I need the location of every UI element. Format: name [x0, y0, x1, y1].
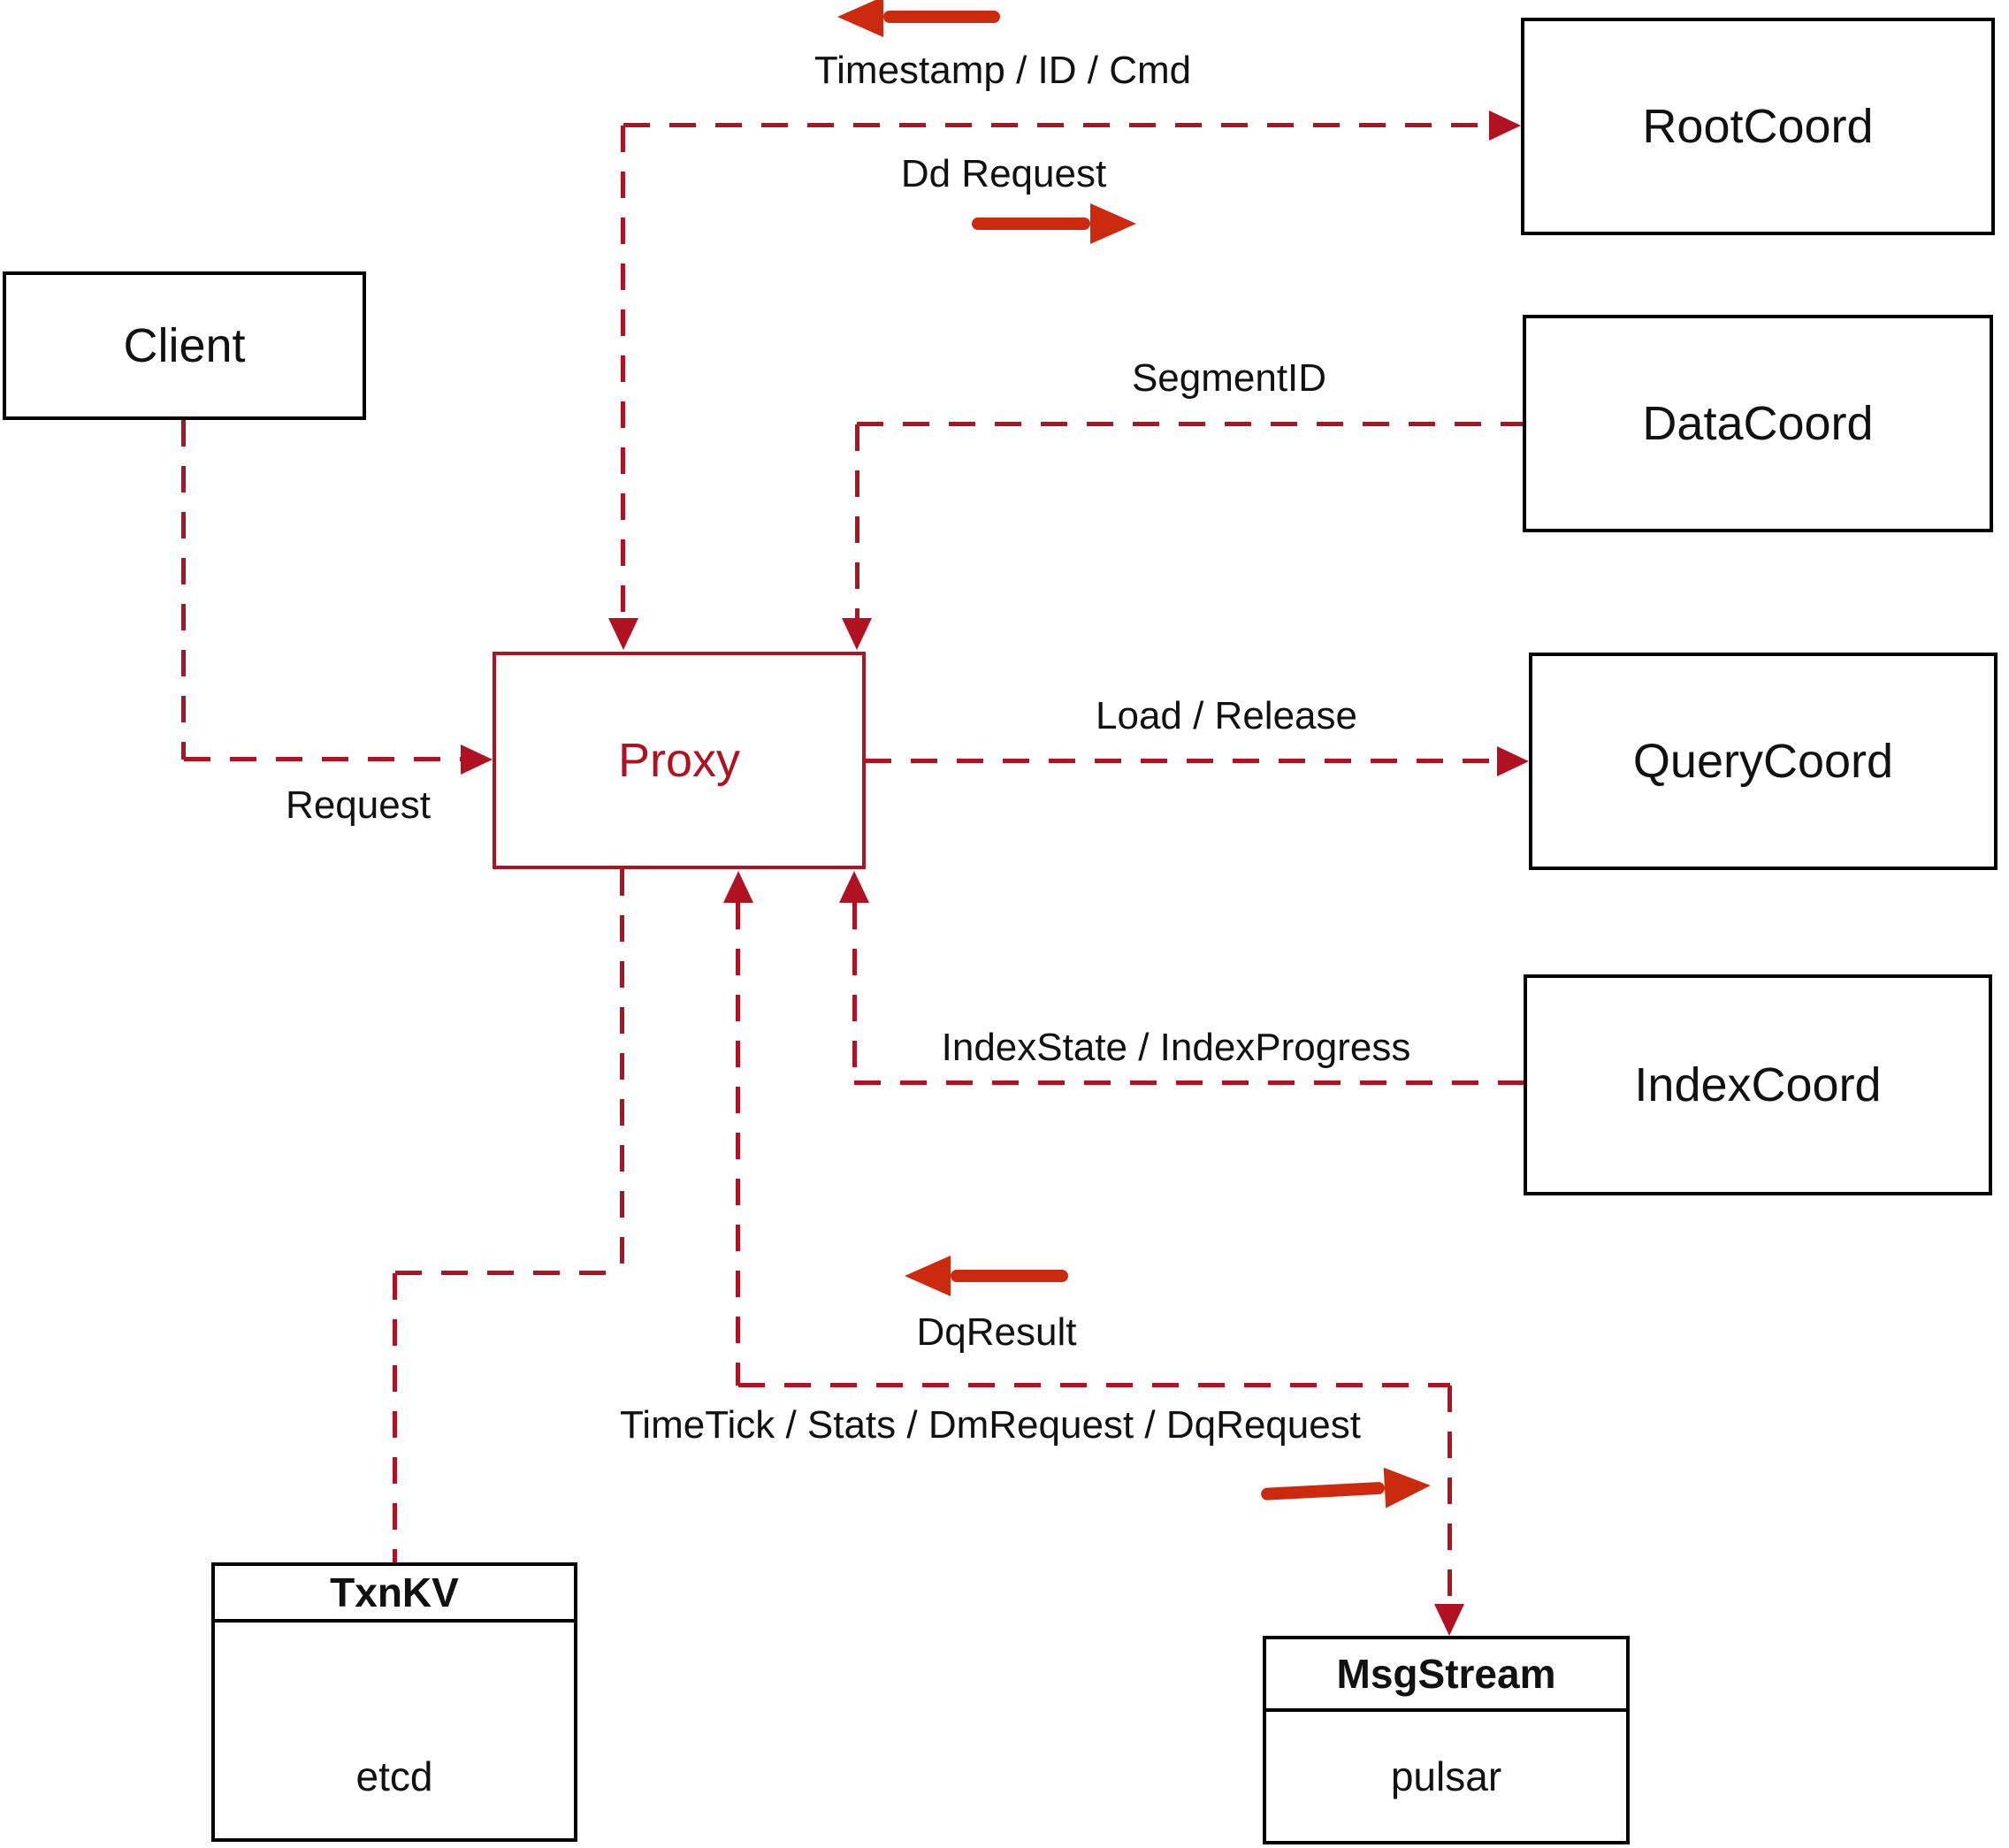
- node-indexcoord-label: IndexCoord: [1634, 1058, 1882, 1111]
- edge-datacoord-proxy-arrowhead-down-icon: [842, 618, 872, 650]
- node-proxy: Proxy: [493, 652, 866, 869]
- edge-label-time-tick-stats: TimeTick / Stats / DmRequest / DqRequest: [620, 1403, 1361, 1447]
- node-msgstream-title-cell: MsgStream: [1266, 1639, 1626, 1712]
- node-msgstream-body: pulsar: [1390, 1753, 1502, 1799]
- node-rootcoord-label: RootCoord: [1642, 100, 1874, 153]
- node-txnkv-title-cell: TxnKV: [215, 1566, 574, 1623]
- node-client-label: Client: [123, 319, 246, 372]
- edge-indexcoord-proxy-horizontal: [854, 1081, 1524, 1085]
- edge-proxy-querycoord-horizontal: [865, 759, 1497, 763]
- node-txnkv: TxnKV etcd: [211, 1562, 577, 1842]
- edge-proxy-txnkv-vertical-1: [620, 869, 624, 1273]
- edge-proxy-msgstream-horizontal: [738, 1383, 1450, 1387]
- edge-proxy-rootcoord-arrowhead-down-icon: [608, 618, 638, 650]
- timestamp-direction-arrow-left-icon: [837, 0, 1000, 37]
- node-txnkv-body: etcd: [355, 1753, 433, 1799]
- edge-proxy-rootcoord-arrowhead-right-icon: [1489, 111, 1521, 141]
- edge-proxy-querycoord-arrowhead-right-icon: [1497, 746, 1529, 776]
- node-datacoord-label: DataCoord: [1642, 397, 1874, 450]
- edge-label-timestamp-id-cmd: Timestamp / ID / Cmd: [814, 49, 1192, 92]
- edge-proxy-msgstream-arrowhead-up-icon: [723, 871, 753, 903]
- edge-datacoord-proxy-horizontal: [857, 422, 1523, 426]
- node-querycoord-label: QueryCoord: [1632, 735, 1894, 788]
- edge-proxy-msgstream-vertical-1: [736, 903, 740, 1386]
- edge-proxy-msgstream-arrowhead-down-icon: [1434, 1604, 1464, 1636]
- node-msgstream-body-cell: pulsar: [1266, 1712, 1626, 1841]
- node-rootcoord: RootCoord: [1521, 18, 1995, 235]
- edge-label-load-release: Load / Release: [1096, 694, 1357, 737]
- node-proxy-label: Proxy: [617, 734, 741, 787]
- edge-label-dq-result: DqResult: [916, 1310, 1077, 1354]
- edge-proxy-txnkv-vertical-2: [393, 1273, 397, 1562]
- edge-proxy-txnkv-horizontal: [395, 1271, 623, 1275]
- time-tick-direction-arrow-right-icon: [1260, 1465, 1432, 1515]
- edge-indexcoord-proxy-arrowhead-up-icon: [839, 871, 869, 903]
- edge-label-segment-id: SegmentID: [1131, 356, 1327, 400]
- node-indexcoord: IndexCoord: [1524, 974, 1992, 1195]
- edge-proxy-msgstream-vertical-2: [1448, 1386, 1452, 1604]
- edge-datacoord-proxy-vertical: [855, 424, 859, 619]
- edge-client-proxy-horizontal: [184, 757, 461, 761]
- node-datacoord: DataCoord: [1523, 315, 1993, 532]
- edge-label-dd-request: Dd Request: [900, 152, 1107, 195]
- node-txnkv-body-cell: etcd: [215, 1623, 574, 1838]
- edge-label-request: Request: [286, 783, 431, 827]
- dq-result-direction-arrow-left-icon: [905, 1256, 1068, 1296]
- edge-client-proxy-vertical: [181, 420, 186, 760]
- dd-request-direction-arrow-right-icon: [972, 203, 1136, 244]
- node-msgstream-title: MsgStream: [1336, 1651, 1556, 1697]
- edge-proxy-rootcoord-vertical: [621, 126, 625, 621]
- node-msgstream: MsgStream pulsar: [1263, 1636, 1630, 1844]
- edge-indexcoord-proxy-vertical: [852, 903, 857, 1083]
- edge-proxy-rootcoord-horizontal: [623, 123, 1490, 127]
- edge-client-proxy-arrowhead-right-icon: [461, 745, 493, 775]
- edge-label-index-state-progress: IndexState / IndexProgress: [941, 1026, 1411, 1069]
- node-querycoord: QueryCoord: [1529, 653, 1998, 870]
- node-client: Client: [3, 271, 366, 420]
- node-txnkv-title: TxnKV: [330, 1569, 459, 1615]
